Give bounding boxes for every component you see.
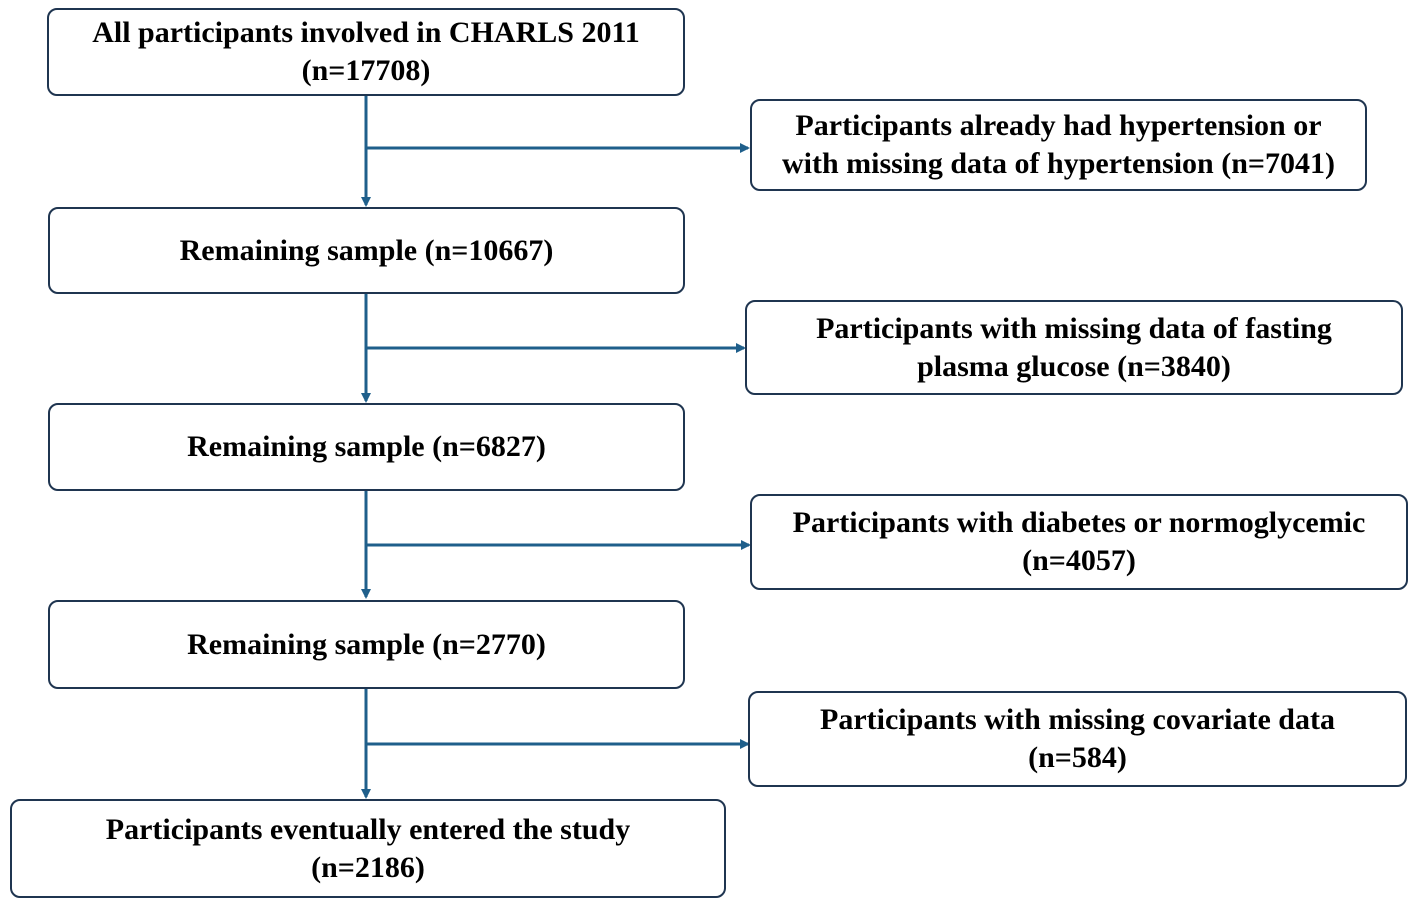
exclusion-box-3: Participants with diabetes or normoglyce…	[750, 494, 1408, 590]
exclusion-box-3-line-2: (n=4057)	[1022, 544, 1136, 577]
exclusion-box-1-line-1: Participants already had hypertension or	[795, 109, 1322, 142]
exclusion-box-2: Participants with missing data of fastin…	[745, 300, 1403, 395]
exclusion-box-4-line-2: (n=584)	[1028, 741, 1127, 774]
exclusion-box-4: Participants with missing covariate data…	[748, 691, 1407, 787]
exclusion-box-2-line-1: Participants with missing data of fastin…	[816, 311, 1332, 345]
exclusion-box-1: Participants already had hypertension or…	[750, 99, 1367, 191]
final-box: Participants eventually entered the stud…	[10, 799, 726, 898]
remaining-box-1: Remaining sample (n=10667)	[48, 207, 685, 294]
remaining-box-2-line-1: Remaining sample (n=6827)	[187, 430, 546, 463]
remaining-box-1-line-1: Remaining sample (n=10667)	[179, 233, 554, 267]
start-box: All participants involved in CHARLS 2011…	[47, 8, 685, 96]
remaining-box-3: Remaining sample (n=2770)	[48, 600, 685, 689]
exclusion-box-4-line-1: Participants with missing covariate data	[820, 703, 1335, 736]
start-box-line-1: All participants involved in CHARLS 2011	[92, 16, 640, 49]
remaining-box-2: Remaining sample (n=6827)	[48, 403, 685, 491]
exclusion-box-1-line-2: with missing data of hypertension (n=704…	[782, 147, 1335, 180]
exclusion-box-3-line-1: Participants with diabetes or normoglyce…	[792, 506, 1366, 539]
exclusion-box-2-line-2: plasma glucose (n=3840)	[917, 349, 1231, 383]
final-box-line-2: (n=2186)	[311, 850, 425, 884]
remaining-box-3-line-1: Remaining sample (n=2770)	[187, 627, 546, 661]
start-box-line-2: (n=17708)	[301, 54, 431, 87]
final-box-line-1: Participants eventually entered the stud…	[105, 812, 631, 846]
